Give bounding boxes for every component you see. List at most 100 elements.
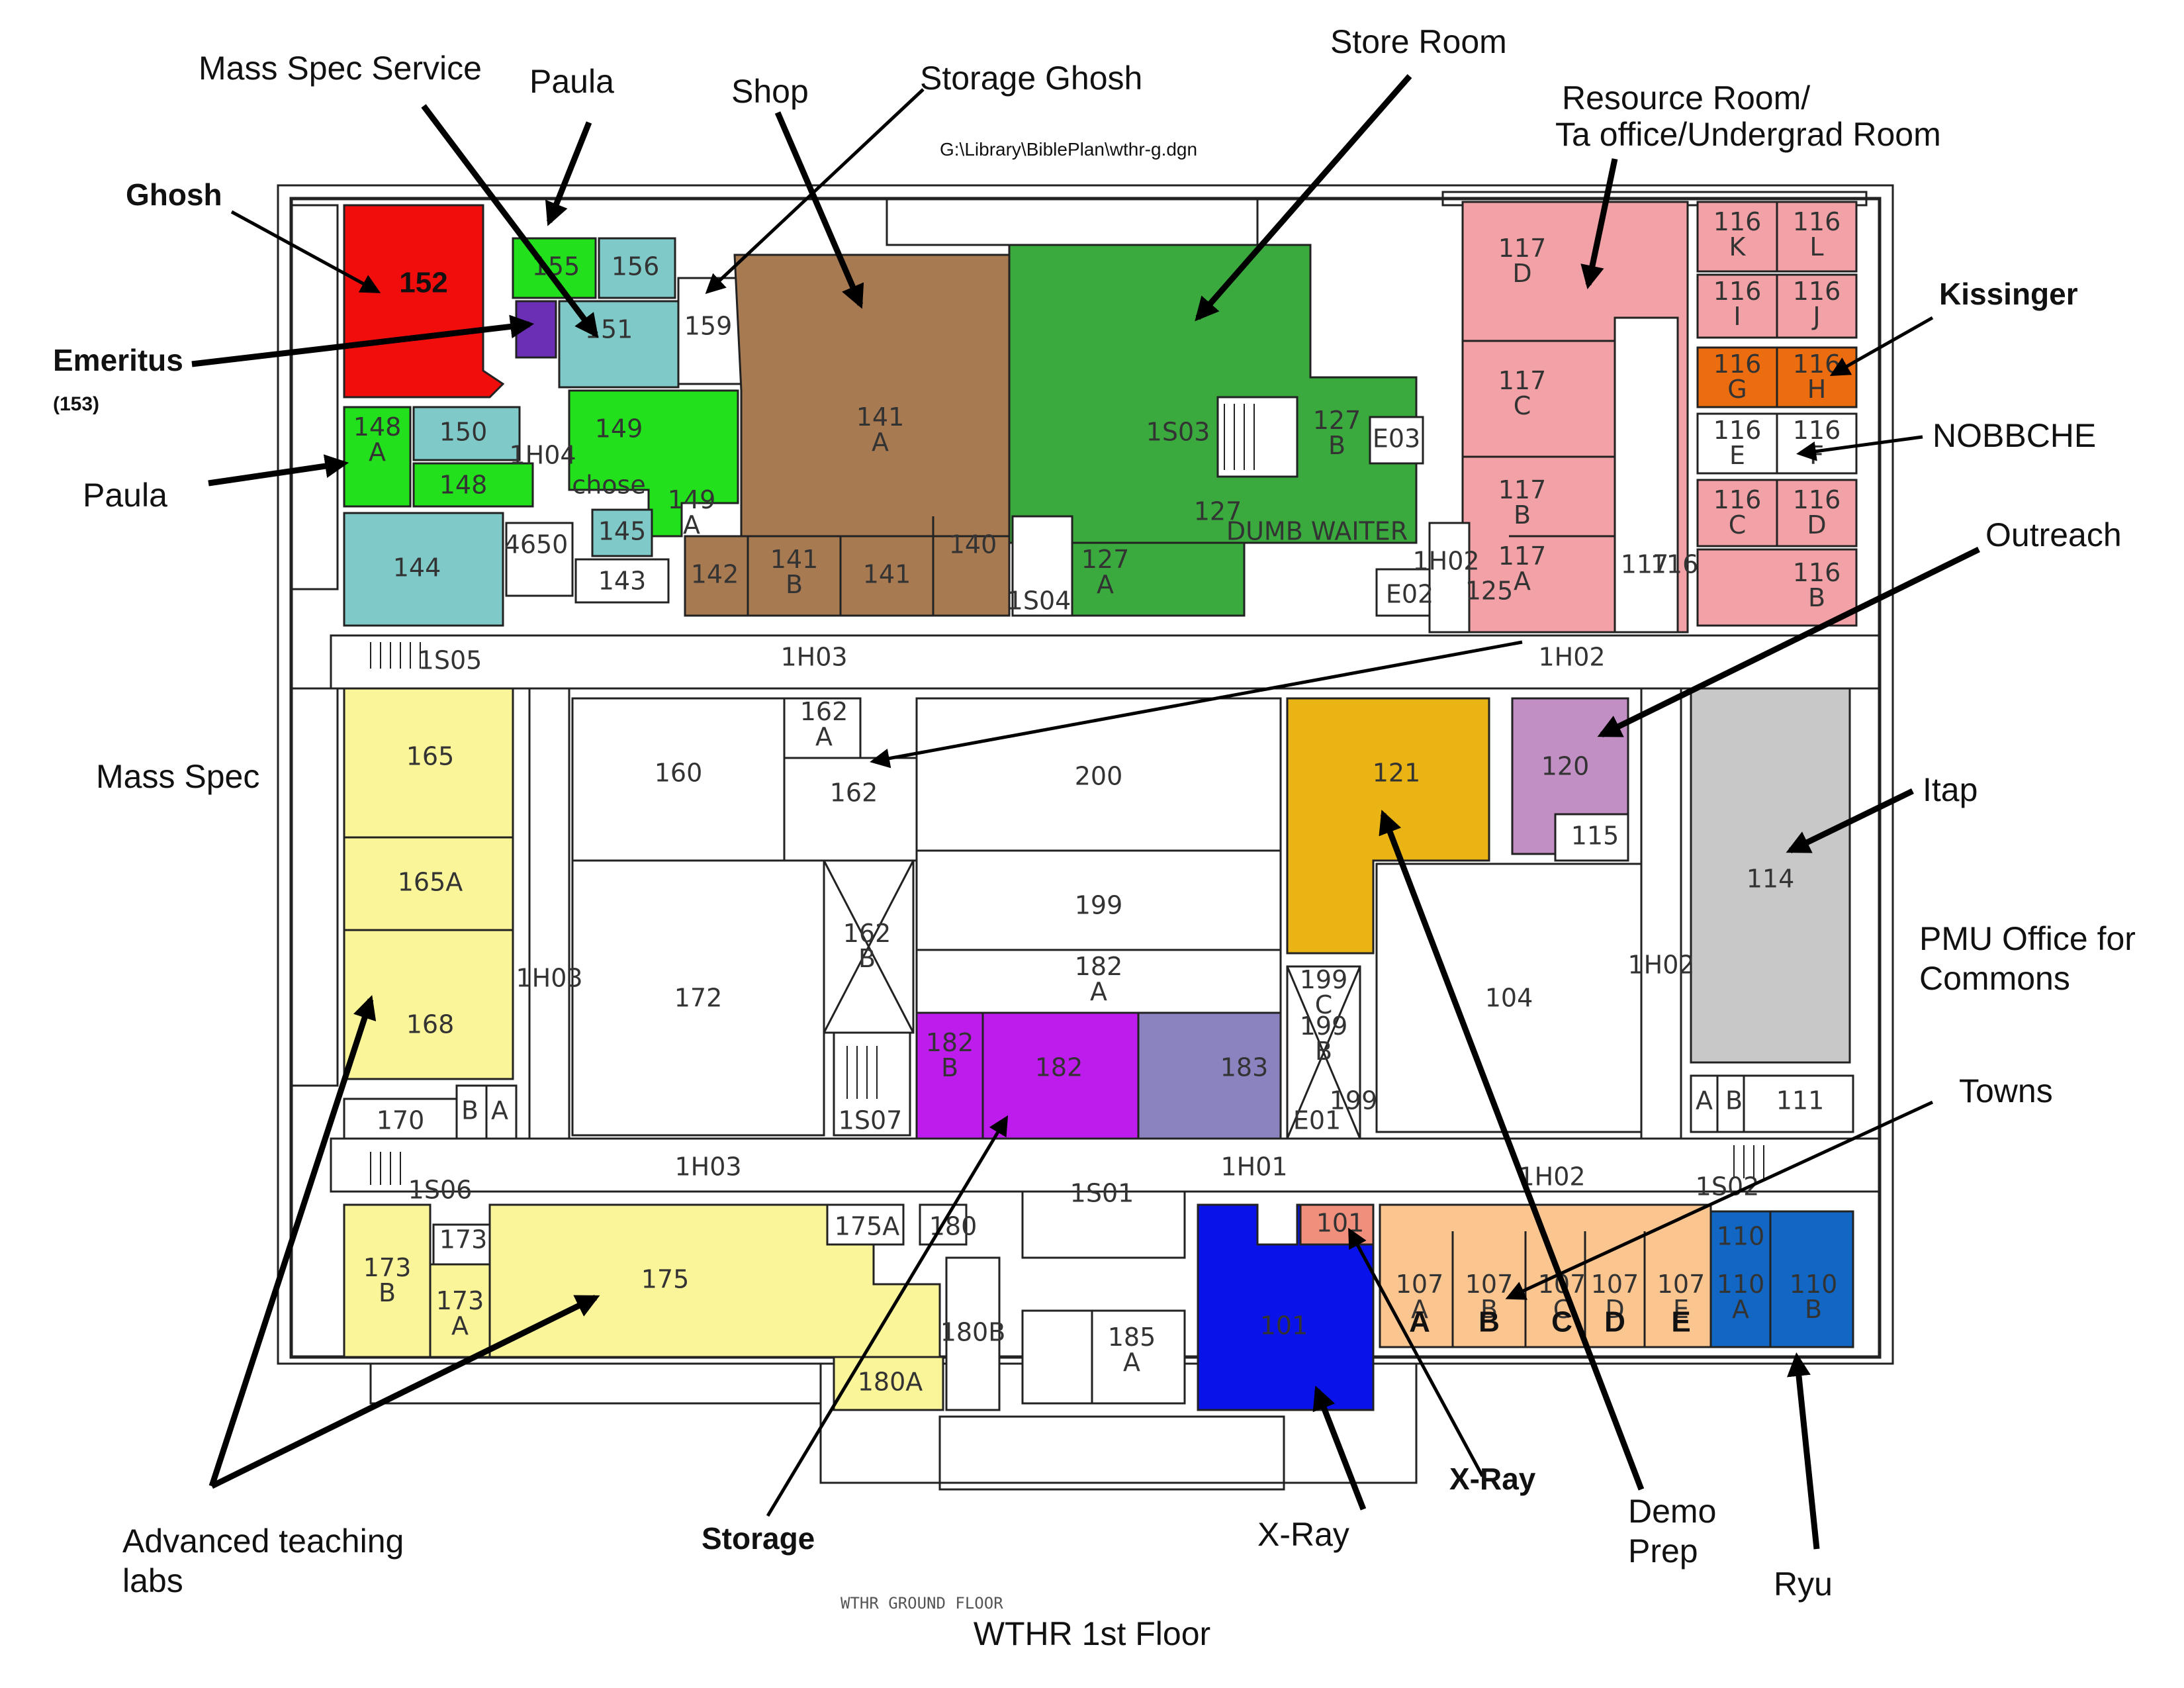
label-emeritus: Emeritus: [53, 343, 183, 377]
room-label: 159: [684, 312, 733, 341]
arrow-shop: [774, 111, 864, 309]
room-label: 156: [612, 252, 660, 281]
room-141-block: [684, 254, 1011, 617]
room-149: [568, 389, 739, 538]
label-store-room: Store Room: [1330, 23, 1507, 60]
arrow-ryu: [1787, 1352, 1820, 1550]
label-kissinger: Kissinger: [1939, 277, 2078, 311]
room-107-letter: E: [1671, 1306, 1690, 1338]
room-116d: [1776, 479, 1858, 547]
arrow-1h02: [870, 640, 1523, 769]
room-label: 150: [439, 418, 488, 447]
room-label: 144: [393, 553, 441, 583]
label-emeritus-room: (153): [53, 393, 99, 415]
arrow-paula-top: [545, 121, 592, 226]
room-label: 115: [1571, 821, 1619, 851]
room-label: B: [1725, 1086, 1743, 1115]
room-label: 168: [406, 1010, 455, 1039]
room-label: 1H02: [1412, 547, 1479, 576]
room-label: DUMB WAITER: [1226, 517, 1408, 546]
stair-1s04: [1011, 515, 1073, 617]
room-label: 152: [399, 267, 447, 299]
room-label: 165A: [398, 868, 463, 897]
store-room-block: [1008, 244, 1431, 617]
label-outreach: Outreach: [1985, 516, 2122, 553]
arrow-itap: [1786, 788, 1914, 854]
arrow-ghosh: [230, 210, 381, 293]
room-label: 127: [1194, 497, 1242, 526]
room-173: [432, 1223, 491, 1266]
label-xray-bold: X-Ray: [1449, 1462, 1536, 1496]
top-right-block: [1428, 201, 1858, 633]
room-label: 145: [598, 517, 647, 546]
footer-note: WTHR GROUND FLOOR: [841, 1594, 1003, 1613]
stair-hatching: [370, 404, 1764, 1185]
label-towns: Towns: [1959, 1072, 2053, 1109]
room-label: 110: [1717, 1222, 1765, 1251]
file-path-note: G:\Library\BiblePlan\wthr-g.dgn: [940, 139, 1197, 160]
room-107-letter: B: [1479, 1306, 1500, 1338]
annotation-arrows: [191, 74, 1980, 1550]
room-label: 4650: [504, 530, 569, 559]
room-116i: [1696, 273, 1778, 339]
room-label: 117: [1621, 550, 1669, 579]
room-156: [598, 237, 676, 299]
room-153: [515, 300, 557, 359]
room-143: [574, 558, 670, 604]
room-label: 175A: [835, 1212, 900, 1241]
room-label: 180A: [858, 1368, 923, 1397]
room-label: 1H02: [1627, 951, 1694, 980]
label-demo: Demo: [1628, 1493, 1716, 1530]
room-115: [1554, 813, 1629, 862]
arrow-mass-spec-service: [421, 104, 599, 338]
room-label: 182: [1035, 1053, 1083, 1082]
arrow-nobbche: [1796, 435, 1923, 461]
label-paula-top: Paula: [529, 63, 614, 100]
arrow-emeritus: [191, 314, 535, 367]
room-107-letter: D: [1604, 1306, 1625, 1338]
room-label: B: [461, 1096, 478, 1125]
room-4650: [505, 522, 574, 597]
room-label: 1S06: [408, 1176, 473, 1205]
room-label: 200: [1075, 762, 1123, 791]
room-180: [919, 1203, 968, 1246]
room-label: 1H04: [509, 441, 576, 470]
room-label: 141: [863, 560, 911, 589]
room-e03: [1369, 416, 1424, 465]
room-173b: [343, 1203, 432, 1358]
room-label: 1H02: [1518, 1162, 1585, 1192]
room-label: 1S01: [1070, 1179, 1134, 1208]
room-label: 172: [674, 984, 723, 1013]
room-150: [412, 406, 521, 461]
label-nobbche: NOBBCHE: [1933, 417, 2096, 454]
room-107-letter: C: [1551, 1306, 1572, 1338]
room-label: 183: [1220, 1053, 1269, 1082]
room-200: [915, 697, 1282, 852]
room-label: E02: [1386, 580, 1433, 609]
room-label: 175: [641, 1265, 690, 1294]
room-180a: [833, 1356, 944, 1411]
room-label: chose: [572, 471, 645, 500]
room-180b: [945, 1256, 1001, 1411]
room-182a: [915, 949, 1282, 1014]
arrow-demo-prep: [1379, 810, 1645, 1491]
arrow-adv-lab-168: [208, 995, 377, 1487]
arrow-adv-lab-175: [210, 1294, 600, 1489]
arrow-storage-ghosh: [705, 88, 925, 295]
arrow-storage-182: [766, 1115, 1009, 1517]
